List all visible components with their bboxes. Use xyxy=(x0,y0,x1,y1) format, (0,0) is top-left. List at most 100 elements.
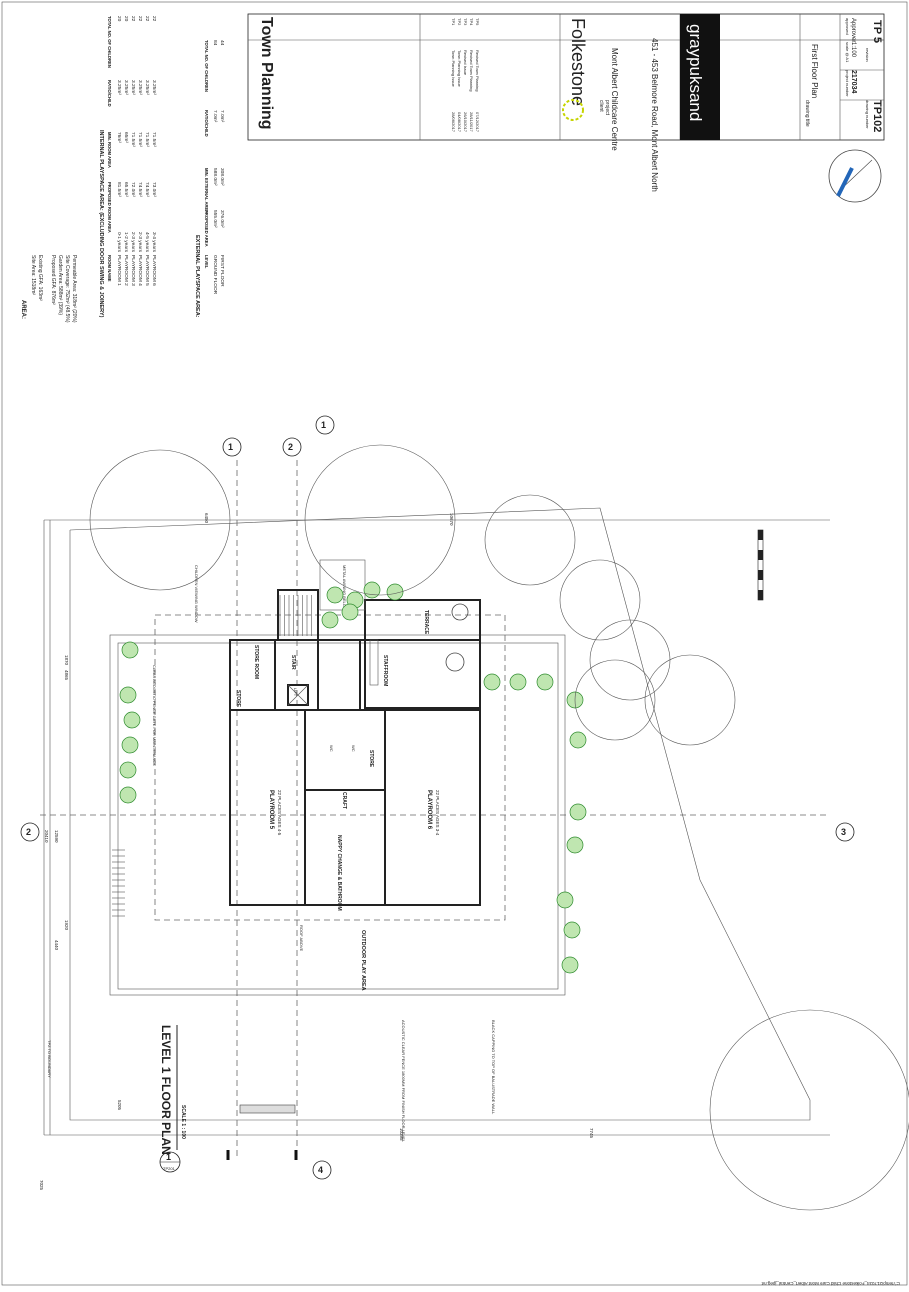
internal-cell: 4-5 years xyxy=(144,232,150,253)
client-caption: client xyxy=(598,100,604,112)
revision-date: 07/12/2017 xyxy=(475,112,480,133)
drawing-title-caption: drawing title xyxy=(804,100,810,127)
internal-cell: 22 xyxy=(151,16,157,22)
tree-canopy xyxy=(574,659,656,741)
dim-2: 10395 xyxy=(399,1128,404,1141)
section-marker-3-right: 3 xyxy=(835,822,855,842)
area-heading: AREA: xyxy=(20,300,26,319)
project-number-caption: project number xyxy=(845,70,850,97)
lift-box xyxy=(287,684,309,706)
client-name: Folkestone xyxy=(568,18,588,106)
revision-id: TP3 xyxy=(463,18,468,26)
shrub-icon xyxy=(123,711,141,729)
shrub-icon xyxy=(326,586,344,604)
area-line: Garden Area: 588m² (39%) xyxy=(57,255,63,315)
svg-text:2: 2 xyxy=(288,442,293,452)
room-outdoor-play: OUTDOOR PLAY AREA xyxy=(360,930,366,991)
internal-cell: PLAYROOM 2 xyxy=(123,255,129,286)
shrub-icon xyxy=(566,836,584,854)
internal-cell: 73.0m² xyxy=(151,182,157,197)
revision-date: 04/08/2017 xyxy=(457,112,462,133)
drawing-title: First Floor Plan xyxy=(810,44,819,98)
shrub-icon xyxy=(569,731,587,749)
revision-description: Town Planning Issue xyxy=(451,50,456,87)
room-terrace: TERRACE xyxy=(423,610,429,635)
dim-5: 12590 xyxy=(54,830,59,843)
note-tpz-boundary: TPZ TO BOUNDARY xyxy=(47,1040,52,1078)
area-line: Proposed GFA: 876m² xyxy=(50,255,56,305)
tree-canopy xyxy=(589,619,671,701)
shrub-icon xyxy=(119,786,137,804)
internal-cell: 71.5m² xyxy=(130,132,136,147)
external-col-header: TOTAL NO. OF CHILDREN xyxy=(204,40,209,92)
dim-3: 7745 xyxy=(589,1128,594,1139)
external-cell: 555.0m² xyxy=(212,210,218,228)
shrub-icon xyxy=(119,761,137,779)
shrub-icon xyxy=(556,891,574,909)
external-stair xyxy=(112,849,125,917)
room-lift: LIFT xyxy=(293,688,298,697)
area-line: Permeable Area: 318m² (20%) xyxy=(71,255,77,323)
revision-date: 26/10/2017 xyxy=(463,112,468,133)
internal-cell: 22 xyxy=(137,16,143,22)
internal-cell: 3.25m² xyxy=(130,80,136,95)
internal-col-header: TOTAL NO. OF CHILDREN xyxy=(107,16,112,68)
tree-canopy xyxy=(304,444,456,596)
internal-cell: 22 xyxy=(130,16,136,22)
note-clear-gate: CLEAR ACOUSTIC FENCE GATE FOR MAINTENANC… xyxy=(152,665,157,766)
external-cell: 84 xyxy=(212,40,218,46)
internal-cell: PLAYROOM 4 xyxy=(137,255,143,286)
internal-cell: 2-3 years xyxy=(130,232,136,253)
revision-description: Revised Issue xyxy=(463,50,468,76)
internal-cell: PLAYROOM 5 xyxy=(144,255,150,286)
shrub-icon xyxy=(121,736,139,754)
external-col-header: RATIO/CHILD xyxy=(204,110,209,137)
dim-12: 10670 xyxy=(449,513,454,526)
internal-col-header: MIN. ROOM AREA xyxy=(107,132,112,168)
svg-text:4: 4 xyxy=(318,1165,323,1175)
internal-cell: 81.5m² xyxy=(116,182,122,197)
scale-value: 1:100 xyxy=(850,42,856,58)
room-staffroom: STAFFROOM xyxy=(382,655,388,686)
external-cell: 7.0m² xyxy=(219,110,225,123)
revision-description: Revised Town Planning xyxy=(469,50,474,92)
shrub-icon xyxy=(536,673,554,691)
scale-bar xyxy=(757,529,764,601)
revision-date: 28/06/2017 xyxy=(451,112,456,133)
shrub-icon xyxy=(386,583,404,601)
svg-text:1: 1 xyxy=(228,442,233,452)
external-heading: EXTERNAL PLAYSPACE AREA: xyxy=(194,235,200,318)
revision-description: Revised Town Planning xyxy=(475,50,480,92)
area-line: Existing GFA: 163m² xyxy=(37,255,43,301)
internal-cell: 74.5m² xyxy=(144,182,150,197)
external-cell: 588.0m² xyxy=(212,168,218,186)
internal-cell: 3.25m² xyxy=(116,80,122,95)
shrub-icon xyxy=(569,803,587,821)
roof-above-label: ROOF ABOVE xyxy=(299,925,304,952)
project-name: Mont Albert Childcare Centre xyxy=(610,48,619,151)
dim-1: 7025 xyxy=(39,1180,44,1191)
dim-6: 20410 xyxy=(44,830,49,843)
section-marker-1-second: 1 xyxy=(222,437,242,457)
floor-plan: PLAYROOM 5 22 PLACES AGES 4-5 PLAYROOM 6… xyxy=(20,415,909,1211)
internal-cell: PLAYROOM 6 xyxy=(151,255,157,286)
scale-caption: scale @ A1 xyxy=(845,42,850,63)
dim-7: 4865 xyxy=(64,670,69,681)
external-cell: 44 xyxy=(219,40,225,46)
plan-title-block: 1 TP201 LEVEL 1 FLOOR PLAN SCALE 1 : 100 xyxy=(159,1025,186,1173)
approved-value: Approver xyxy=(850,18,856,42)
stage-label: Town Planning xyxy=(258,17,275,130)
shrub-icon xyxy=(509,673,527,691)
internal-cell: PLAYROOM 1 xyxy=(116,255,122,286)
site-boundary xyxy=(69,507,811,1121)
internal-cell: 0-1 years xyxy=(116,232,122,253)
internal-col-header: ROOM NAME xyxy=(107,255,112,282)
section-marker-2-top: 2 xyxy=(282,437,302,457)
internal-col-header: RATIO/CHILD xyxy=(107,80,112,107)
